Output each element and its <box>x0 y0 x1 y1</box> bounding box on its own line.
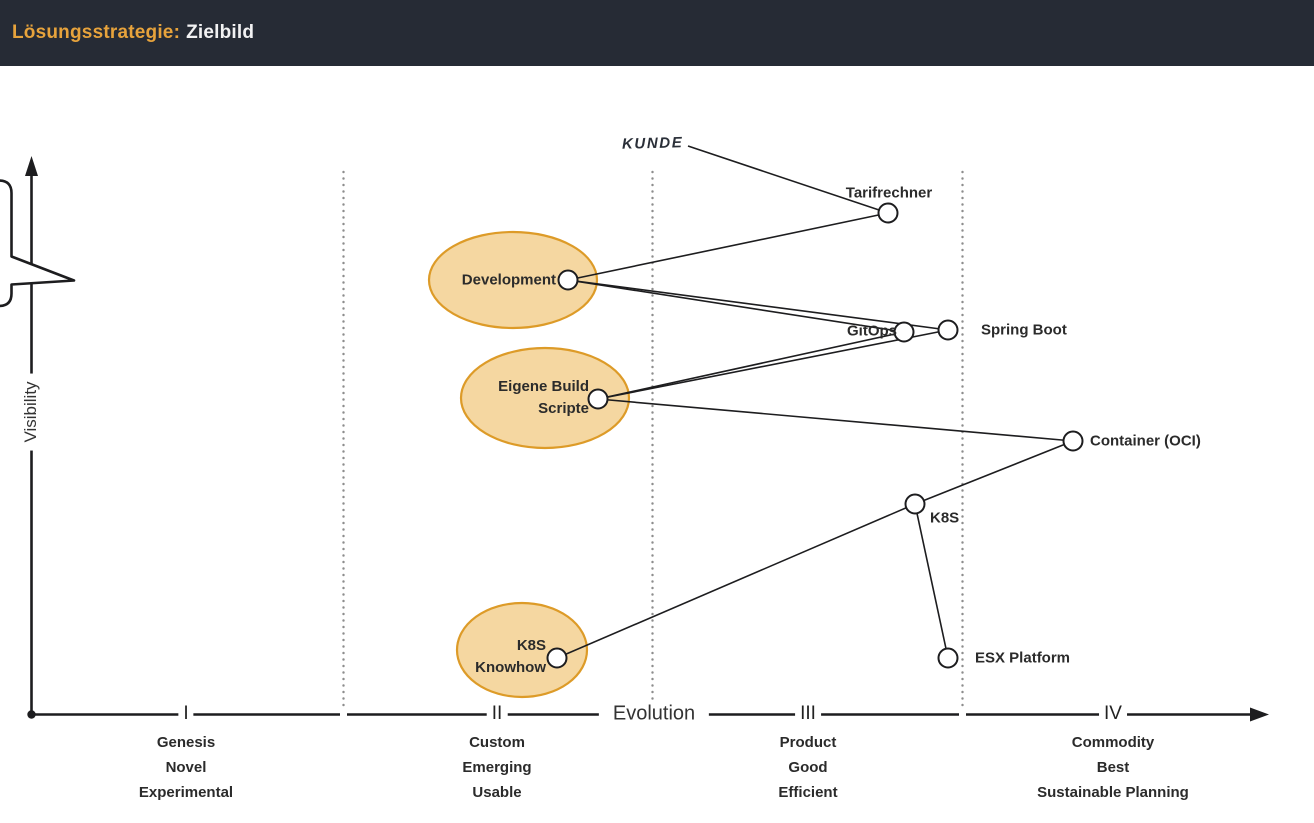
springboot-node <box>937 319 959 341</box>
header-title-suffix: Zielbild <box>186 22 255 43</box>
k8s-label: K8S <box>930 509 960 527</box>
y-axis-arrowhead-icon <box>25 156 38 176</box>
gitops-node <box>893 321 915 343</box>
stage-numeral-1: I <box>178 703 194 725</box>
edge-eigenebuild-container <box>597 398 1074 442</box>
stage-1-line3: Experimental <box>138 784 234 801</box>
stage-2-line2: Emerging <box>462 759 532 776</box>
group-eigene-build-scripte-ellipse <box>459 346 631 450</box>
edge-k8s-container <box>914 440 1074 505</box>
stage-numeral-4: IV <box>1099 703 1127 725</box>
kunde-anchor-label: Kunde <box>621 134 684 153</box>
stage-numeral-2: II <box>486 703 508 725</box>
stage-4-line3: Sustainable Planning <box>1037 784 1189 801</box>
edge-k8sknowhow-k8s <box>556 503 916 659</box>
container-oci-node <box>1062 430 1084 452</box>
y-axis-label: Visibility <box>21 373 41 451</box>
development-node <box>557 269 579 291</box>
stage-4-line1: Commodity <box>1071 734 1155 751</box>
stage-1-labels: Genesis Novel Experimental <box>56 730 316 805</box>
stage-1-line1: Genesis <box>156 734 216 751</box>
header-title-prefix: Lösungsstrategie: <box>12 22 181 43</box>
stage-numeral-3: III <box>795 703 821 725</box>
stage-4-labels: Commodity Best Sustainable Planning <box>983 730 1243 805</box>
tarifrechner-node <box>877 202 899 224</box>
edge-eigenebuild-gitops <box>597 331 905 400</box>
tarifrechner-label: Tarifrechner <box>845 184 933 202</box>
stage-3-labels: Product Good Efficient <box>678 730 938 805</box>
gitops-label: GitOps <box>846 322 897 340</box>
x-axis-label: Evolution <box>598 702 710 726</box>
edge-development-gitops <box>567 279 905 333</box>
stage-1-line2: Novel <box>165 759 207 776</box>
esx-platform-label: ESX Platform <box>975 649 1071 667</box>
stage-2-line3: Usable <box>472 784 522 801</box>
edge-development-springboot <box>567 279 949 331</box>
edge-tarifrechner-development <box>567 212 889 281</box>
header-bar: Lösungsstrategie: Zielbild <box>0 0 1314 66</box>
x-axis-arrowhead-icon <box>1250 707 1269 722</box>
group-development-ellipse <box>427 230 599 330</box>
group-k8s-knowhow-ellipse <box>455 601 589 699</box>
k8s-node <box>904 493 926 515</box>
edge-k8s-esx <box>914 503 949 659</box>
eigene-build-line1: Eigene Build <box>498 378 589 395</box>
edge-kunde-tarifrechner <box>687 145 889 214</box>
eigene-build-line2: Scripte <box>538 400 589 417</box>
stage-3-line1: Product <box>779 734 837 751</box>
k8s-knowhow-line1: K8S <box>516 637 546 654</box>
k8s-knowhow-group-label: K8S Knowhow <box>396 635 546 679</box>
esx-platform-node <box>937 647 959 669</box>
stage-2-labels: Custom Emerging Usable <box>367 730 627 805</box>
speech-bubble-callout <box>0 179 76 308</box>
eigene-build-scripte-node <box>587 388 609 410</box>
k8s-knowhow-line2: Knowhow <box>475 659 546 676</box>
stage-3-line3: Efficient <box>778 784 838 801</box>
stage-2-line1: Custom <box>469 734 525 751</box>
k8s-knowhow-node <box>546 647 568 669</box>
container-oci-label: Container (OCI) <box>1090 432 1201 450</box>
stage-3-line2: Good <box>788 759 828 776</box>
springboot-label: Spring Boot <box>981 321 1067 339</box>
development-group-label: Development <box>461 271 556 289</box>
edge-eigenebuild-springboot <box>597 329 949 400</box>
eigene-build-scripte-group-label: Eigene Build Scripte <box>439 376 589 420</box>
stage-4-line2: Best <box>1096 759 1130 776</box>
